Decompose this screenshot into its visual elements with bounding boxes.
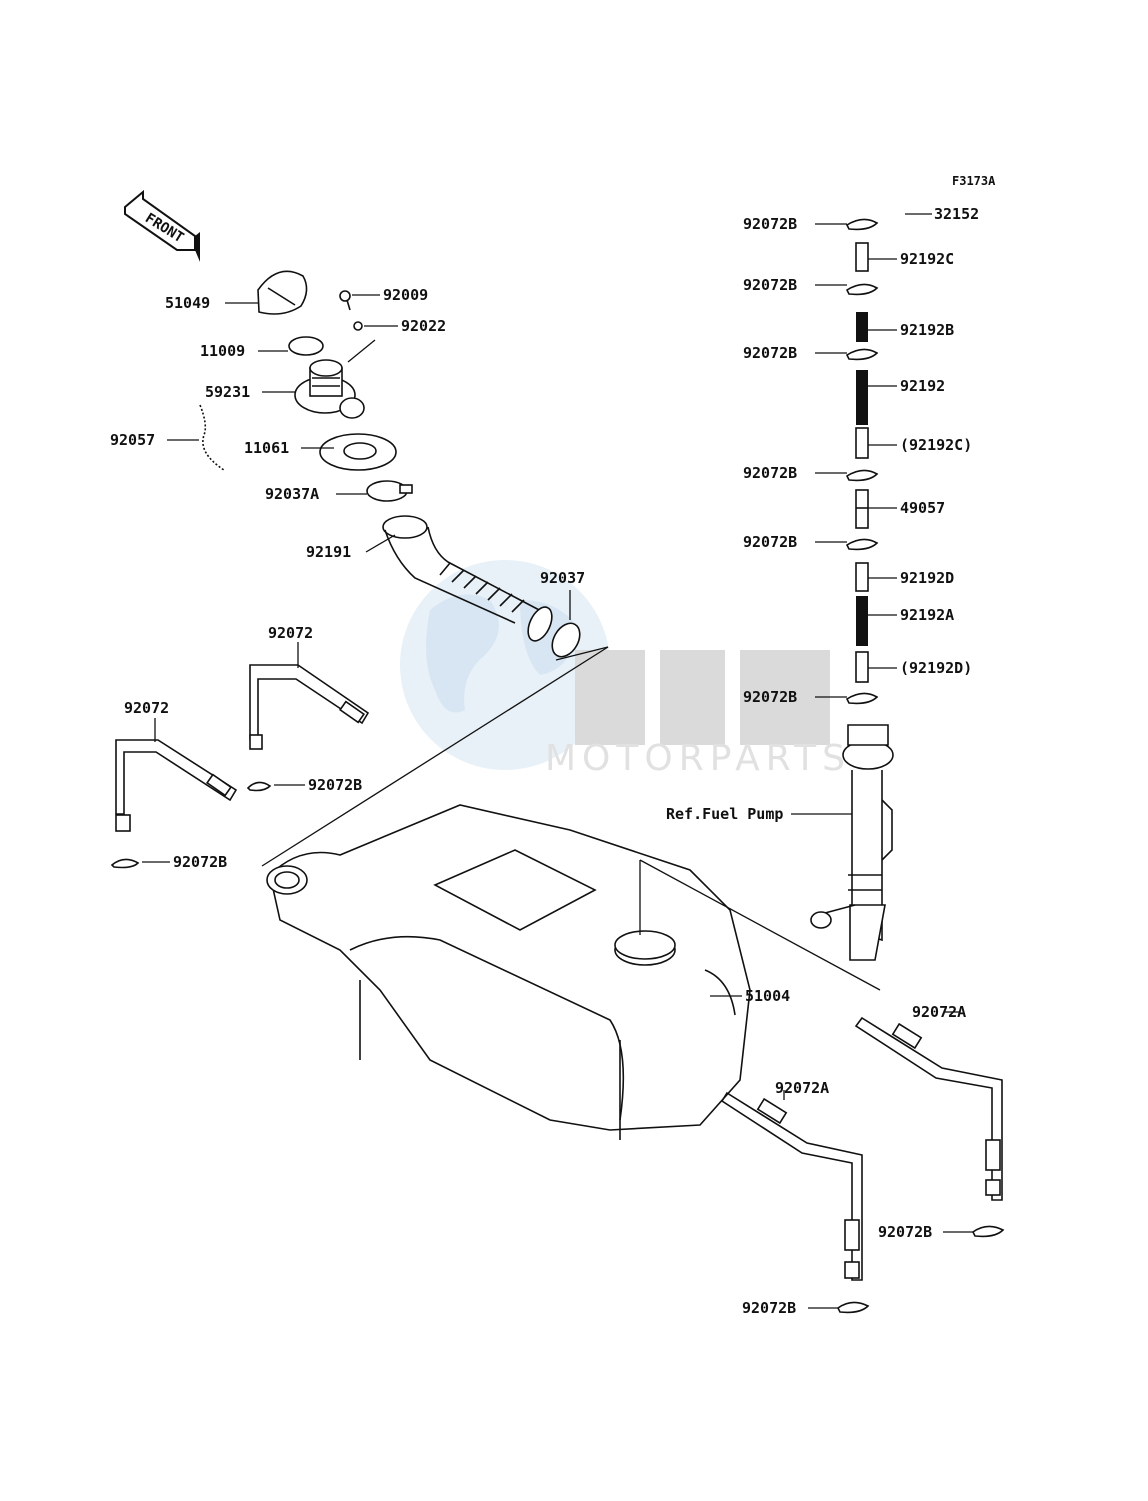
callout-92072B-s4: 92072B (743, 464, 797, 482)
clip-stack-1 (845, 218, 879, 231)
strap-mid (720, 1091, 863, 1281)
strap-upper-left (249, 664, 370, 750)
callout-92072-lower: 92072 (124, 699, 169, 717)
clip-mid-left (246, 781, 272, 792)
callout-59231: 59231 (205, 383, 250, 401)
fuel-tank-part (266, 804, 751, 1140)
callout-92072B-r1: 92072B (878, 1223, 932, 1241)
callout-51004: 51004 (745, 987, 790, 1005)
callout-92072A-right: 92072A (912, 1003, 966, 1021)
clip-stack-3 (845, 348, 879, 361)
ref-fuel-pump-label: Ref.Fuel Pump (666, 805, 783, 823)
clip-right-2 (836, 1301, 870, 1314)
callout-92022: 92022 (401, 317, 446, 335)
spring-92192B (856, 312, 868, 342)
callout-92192B: 92192B (900, 321, 954, 339)
fuel-pump-part (810, 724, 894, 961)
callout-51049: 51049 (165, 294, 210, 312)
filler-hose-part (382, 515, 553, 642)
callout-92192: 92192 (900, 377, 945, 395)
gasket-plate-part (319, 433, 397, 471)
strap-right (854, 1016, 1003, 1201)
callout-92072B-s3: 92072B (743, 344, 797, 362)
callout-92009: 92009 (383, 286, 428, 304)
figure-code: F3173A (952, 174, 996, 188)
clip-stack-6 (845, 692, 879, 705)
clip-stack-5 (845, 538, 879, 551)
cap-cover-part (257, 270, 308, 315)
bolt-part (339, 290, 351, 311)
spring-92192 (856, 370, 868, 425)
washer-part (353, 321, 363, 331)
tube-92192C (855, 242, 869, 272)
clip-stack-4 (845, 469, 879, 482)
callout-92192C-ref: (92192C) (900, 436, 972, 454)
callout-92192D-ref: (92192D) (900, 659, 972, 677)
tube-92192D (855, 562, 869, 592)
tube-92192C-ref (855, 427, 869, 459)
clip-right-1 (971, 1225, 1005, 1238)
spring-92192A (856, 596, 868, 646)
strap-lower-left (115, 739, 238, 832)
callout-11061: 11061 (244, 439, 289, 457)
clamp-part (551, 622, 581, 658)
callout-92072A-mid: 92072A (775, 1079, 829, 1097)
callout-32152: 32152 (934, 205, 979, 223)
callout-92072B-s2: 92072B (743, 276, 797, 294)
callout-92072B-s1: 92072B (743, 215, 797, 233)
callout-92192C: 92192C (900, 250, 954, 268)
callout-92072B-r2: 92072B (742, 1299, 796, 1317)
hose-clamp-part (366, 480, 413, 502)
oem-motorparts-watermark: MOTORPARTS (400, 560, 851, 779)
callout-92037A: 92037A (265, 485, 319, 503)
callout-92192A: 92192A (900, 606, 954, 624)
gasket-ring-part (288, 336, 324, 356)
callout-92072B-s5: 92072B (743, 533, 797, 551)
cord-part (199, 404, 225, 471)
callout-11009: 11009 (200, 342, 245, 360)
callout-92072B-left: 92072B (173, 853, 227, 871)
callout-92072-upper: 92072 (268, 624, 313, 642)
front-arrow-icon: FRONT (124, 189, 200, 262)
watermark-subtitle: MOTORPARTS (545, 738, 851, 779)
joint-49057 (855, 489, 869, 529)
tube-92192D-ref (855, 651, 869, 683)
callout-92037: 92037 (540, 569, 585, 587)
callout-92192D: 92192D (900, 569, 954, 587)
callout-92072B-mid: 92072B (308, 776, 362, 794)
callout-92072B-s6: 92072B (743, 688, 797, 706)
callout-49057: 49057 (900, 499, 945, 517)
callout-92057: 92057 (110, 431, 155, 449)
callout-92191: 92191 (306, 543, 351, 561)
filler-neck-part (294, 359, 365, 419)
clip-left (110, 858, 140, 869)
clip-stack-2 (845, 283, 879, 296)
